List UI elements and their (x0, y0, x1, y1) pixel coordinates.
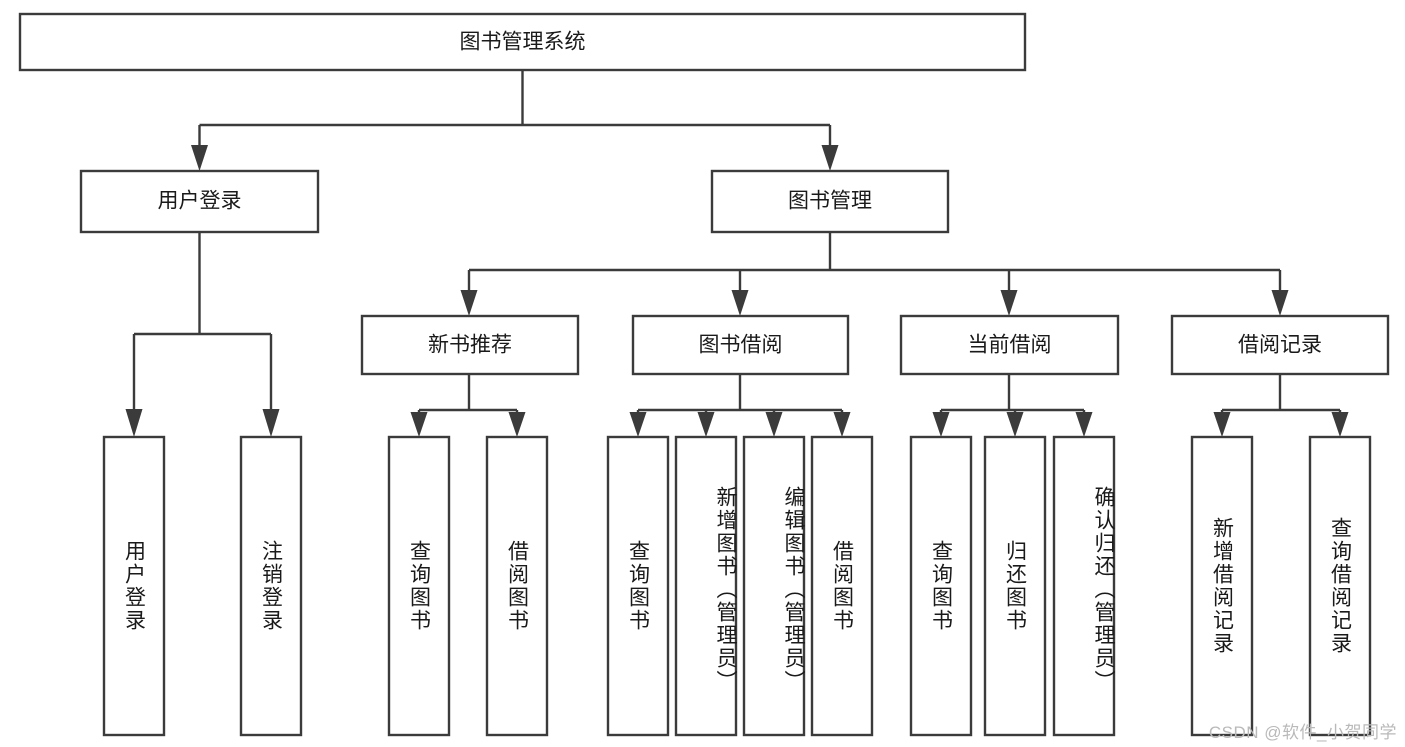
node-box-leaf-query-book-borrow[interactable] (606, 435, 670, 737)
node-box-book-borrow[interactable] (631, 314, 850, 376)
arrowhead-new-book-recommend (460, 290, 478, 316)
arrowhead-current-borrow (1000, 290, 1018, 316)
node-box-leaf-return-book[interactable] (983, 435, 1047, 737)
node-box-leaf-query-book-cur[interactable] (909, 435, 973, 737)
node-box-leaf-add-record[interactable] (1190, 435, 1254, 737)
arrowhead-leaf-query-record (1331, 412, 1349, 437)
node-label-borrow-record: 借阅记录 (1238, 334, 1322, 357)
node-box-new-book-recommend[interactable] (360, 314, 580, 376)
node-box-leaf-edit-book[interactable] (742, 435, 806, 737)
node-group: 图书管理系统 用户登录 图书管理 新书推荐 图书借阅 当前借阅 借阅记录 (18, 12, 1390, 737)
node-label-current-borrow: 当前借阅 (968, 334, 1052, 357)
arrowhead-leaf-borrow-book (833, 412, 851, 437)
node-box-leaf-query-record[interactable] (1308, 435, 1372, 737)
csdn-watermark: CSDN @软件_小贺同学 (1208, 723, 1397, 742)
arrowhead-borrow-record (1271, 290, 1289, 316)
node-label-book-borrow: 图书借阅 (699, 334, 783, 357)
arrowhead-leaf-confirm-return (1075, 412, 1093, 437)
node-box-leaf-add-book[interactable] (674, 435, 738, 737)
node-box-current-borrow[interactable] (899, 314, 1120, 376)
arrowhead-leaf-edit-book (765, 412, 783, 437)
node-label-user-login: 用户登录 (158, 190, 242, 213)
arrowhead-leaf-user-logout (262, 409, 280, 437)
arrowhead-leaf-query-book-rec (410, 412, 428, 437)
arrowhead-leaf-query-book-borrow (629, 412, 647, 437)
node-box-leaf-confirm-return[interactable] (1052, 435, 1116, 737)
arrowhead-user-login (191, 145, 208, 171)
arrowhead-book-manage (821, 145, 839, 171)
node-box-borrow-record[interactable] (1170, 314, 1390, 376)
edge-group (125, 70, 1349, 437)
node-box-leaf-borrow-book-rec[interactable] (485, 435, 549, 737)
node-box-leaf-user-logout[interactable] (239, 435, 303, 737)
node-box-root[interactable] (18, 12, 1027, 72)
arrowhead-leaf-add-book (697, 412, 715, 437)
node-label-book-manage: 图书管理 (788, 190, 872, 213)
node-box-leaf-query-book-rec[interactable] (387, 435, 451, 737)
node-box-leaf-borrow-book[interactable] (810, 435, 874, 737)
arrowhead-book-borrow (731, 290, 749, 316)
node-box-leaf-user-login[interactable] (102, 435, 166, 737)
arrowhead-leaf-borrow-book-rec (508, 412, 526, 437)
arrowhead-leaf-return-book (1006, 412, 1024, 437)
node-box-book-manage[interactable] (710, 169, 950, 234)
arrowhead-leaf-add-record (1213, 412, 1231, 437)
arrowhead-leaf-query-book-cur (932, 412, 950, 437)
node-label-root: 图书管理系统 (460, 31, 586, 54)
arrowhead-leaf-user-login (125, 409, 143, 437)
node-box-user-login[interactable] (79, 169, 320, 234)
node-label-new-book-recommend: 新书推荐 (428, 334, 512, 357)
